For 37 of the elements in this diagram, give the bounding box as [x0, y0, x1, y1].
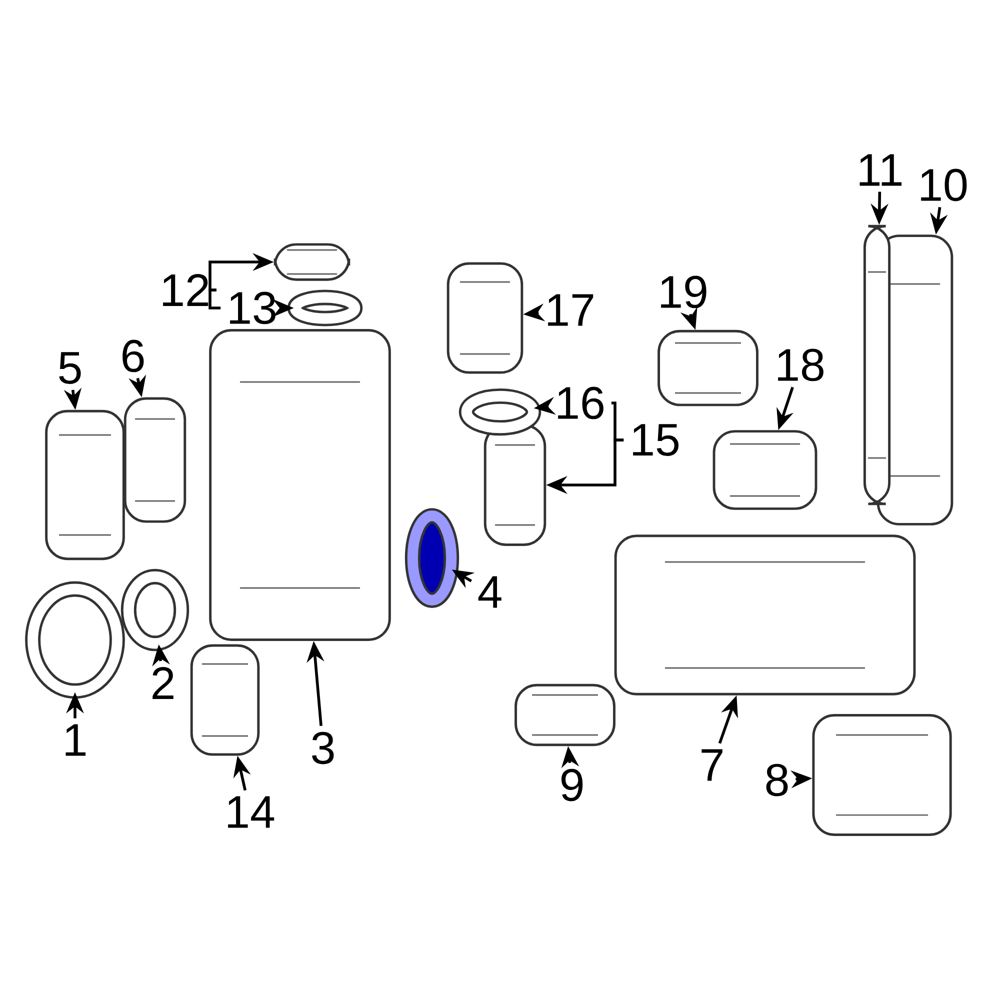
callout-number: 1 [66, 724, 86, 756]
callout-number: 16 [558, 386, 604, 420]
callout-number: 3 [312, 732, 334, 764]
part-drawing [458, 388, 542, 436]
part-drawing [120, 568, 190, 652]
part-drawing [274, 243, 350, 281]
part-drawing [514, 684, 616, 746]
callout-number: 4 [478, 576, 502, 608]
callout-number: 14 [228, 796, 274, 828]
callout-number: 9 [561, 768, 583, 802]
part-drawing [287, 290, 363, 326]
callout-number: 6 [122, 340, 144, 372]
part-drawing [614, 534, 916, 696]
callout-number: 7 [702, 749, 722, 781]
part-drawing [484, 424, 546, 546]
callout-number: 15 [633, 424, 678, 456]
callout-number: 13 [230, 292, 276, 324]
callout-number: 17 [548, 294, 594, 326]
leader-line [208, 288, 221, 310]
callout-number: 5 [59, 352, 81, 384]
part-drawing [124, 397, 186, 523]
part-drawing [712, 430, 818, 510]
callout-number: 19 [661, 276, 706, 308]
part-drawing [812, 714, 952, 836]
callout-number: 12 [163, 274, 208, 306]
part-drawing [190, 644, 260, 756]
callout-number: 18 [778, 348, 824, 382]
part-drawing [45, 410, 125, 560]
part-drawing [209, 329, 391, 641]
part-drawing [404, 508, 460, 608]
callout-number: 8 [766, 764, 788, 796]
callout-number: 2 [152, 667, 174, 699]
callout-number: 11 [860, 154, 902, 186]
part-drawing [863, 224, 891, 506]
part-drawing [658, 330, 758, 406]
part-drawing [446, 262, 524, 374]
callout-number: 10 [921, 168, 967, 202]
